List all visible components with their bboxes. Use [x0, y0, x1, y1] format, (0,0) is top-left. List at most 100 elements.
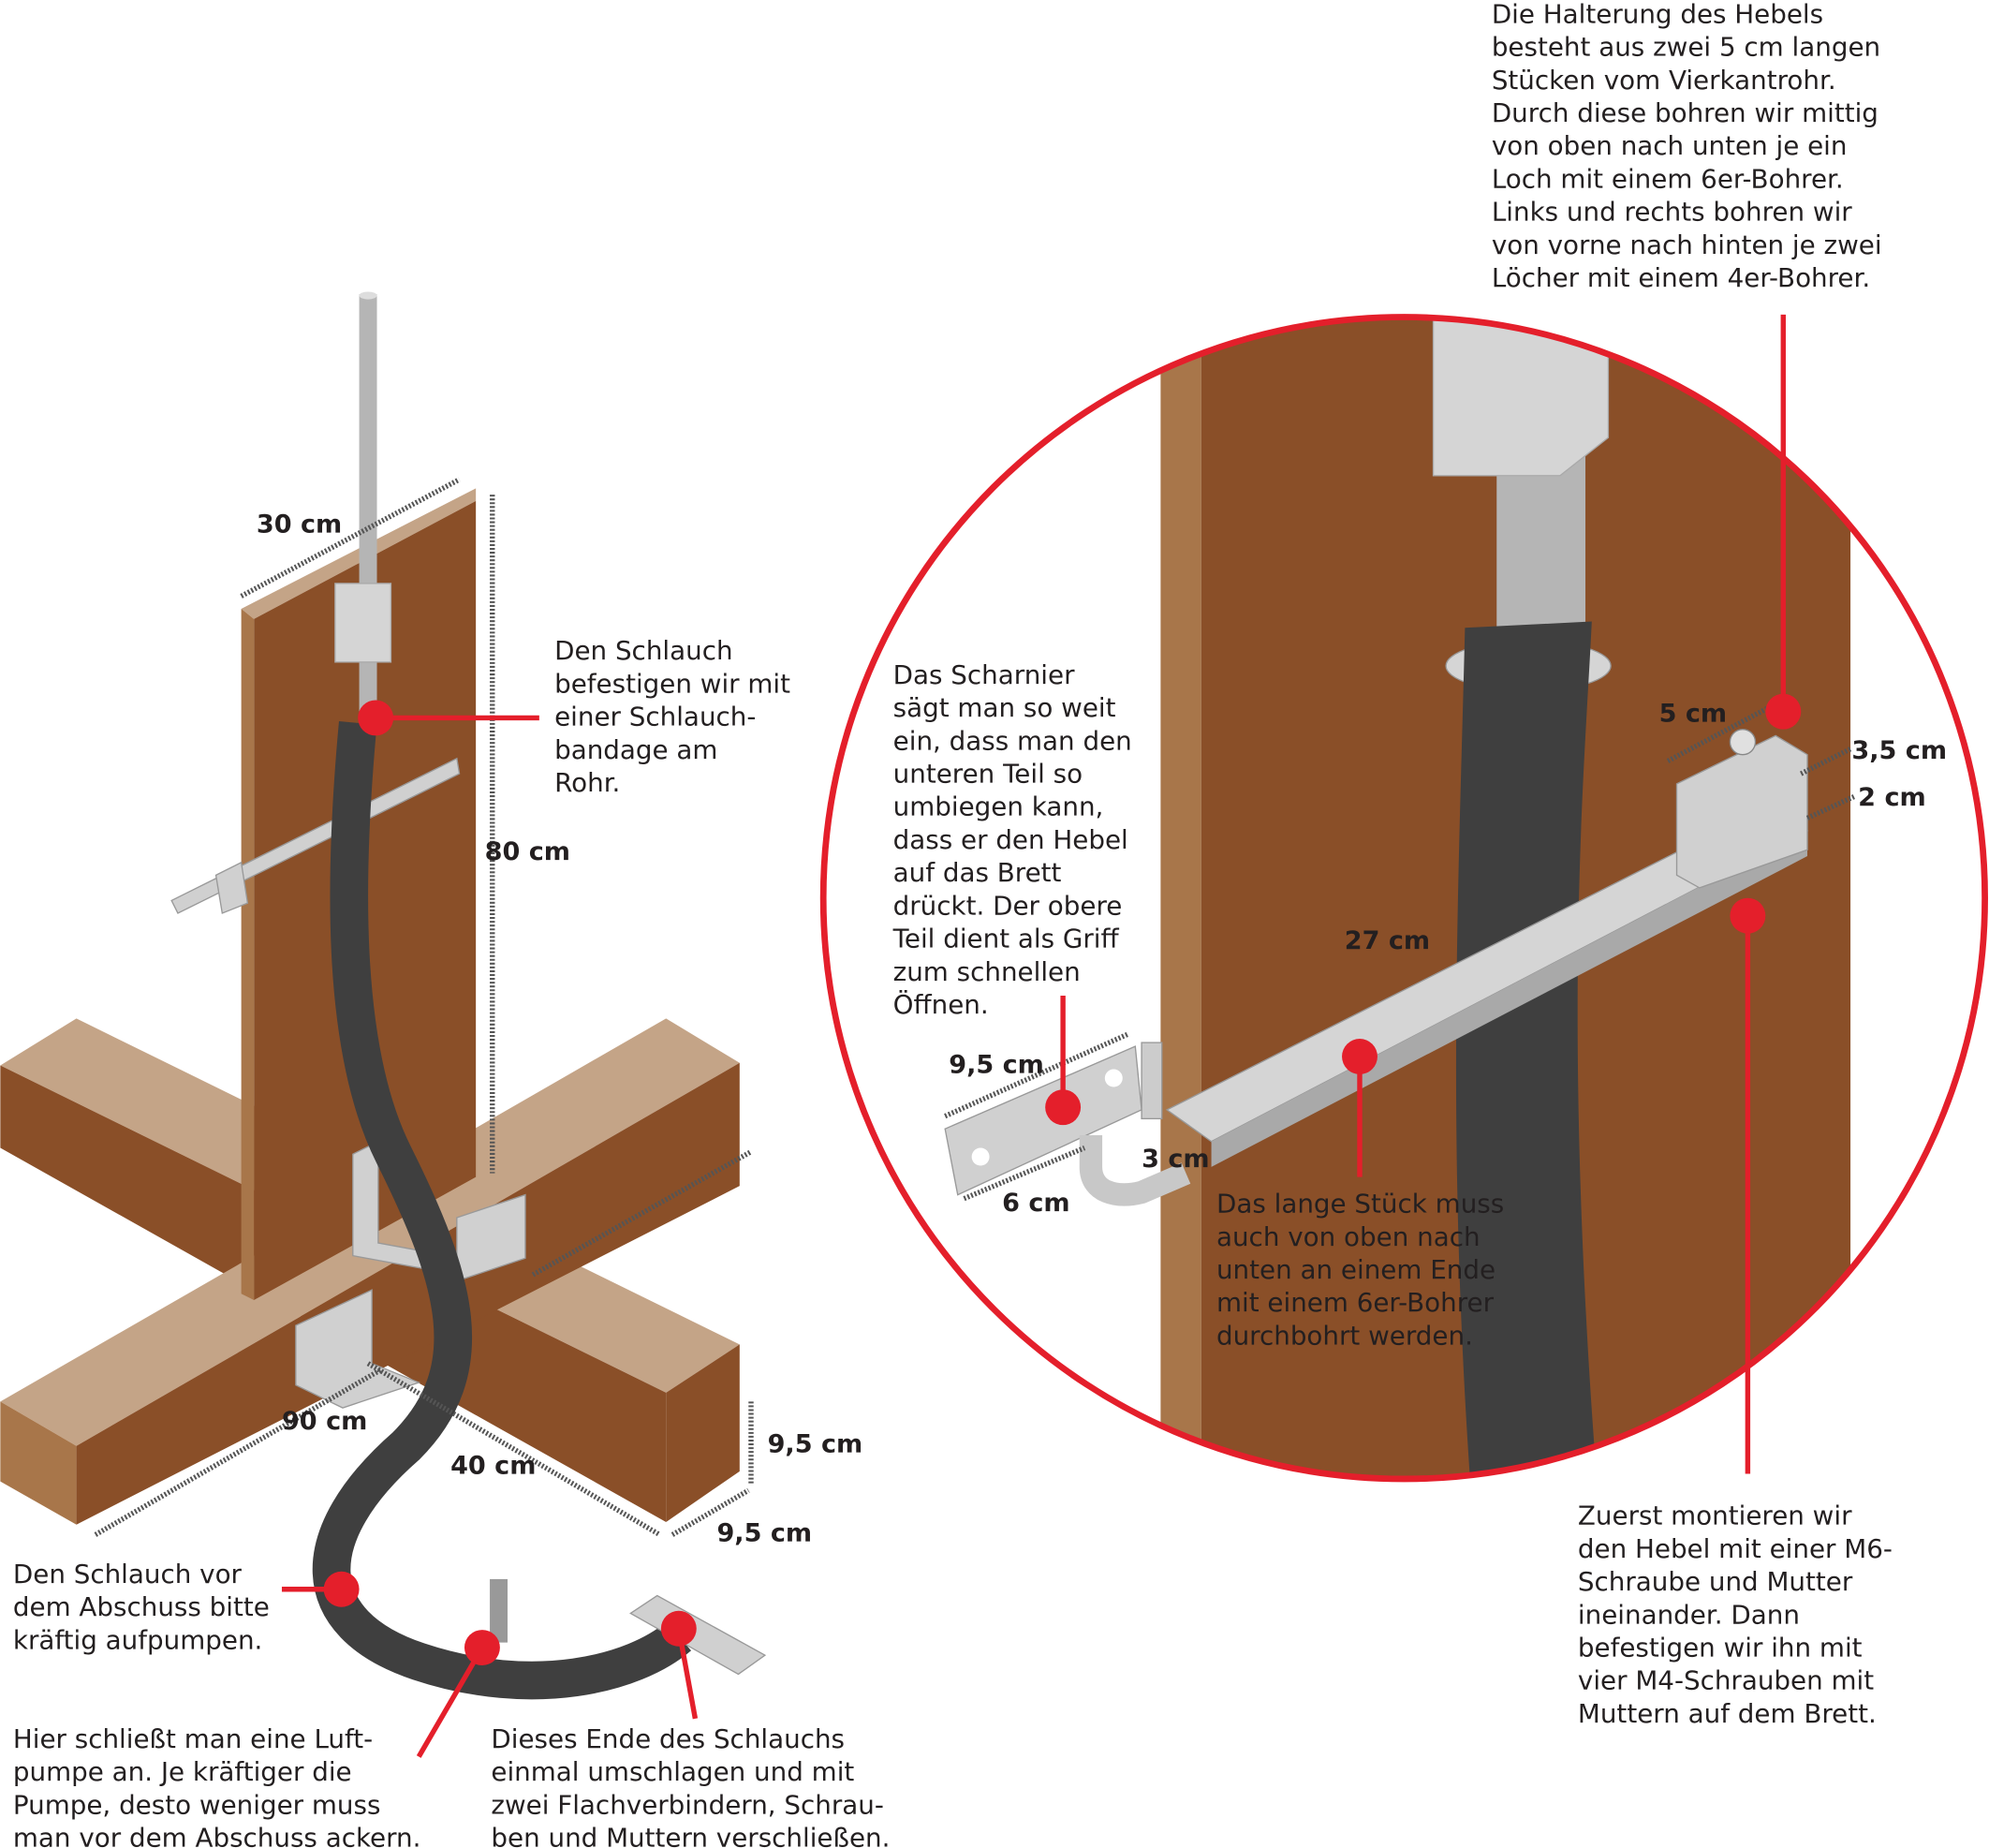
dim-hinge-height: 9,5 cm	[949, 1051, 1044, 1080]
detail-hose	[1455, 621, 1599, 1479]
note-line: befestigen wir mit	[554, 668, 790, 699]
callouts	[281, 314, 1802, 1758]
callout-dot	[323, 1571, 360, 1607]
upright-board-top	[241, 488, 477, 619]
callout-dot	[660, 1610, 697, 1647]
hose	[312, 721, 692, 1700]
note-line: Muttern auf dem Brett.	[1578, 1698, 1877, 1729]
dim-lever-length: 27 cm	[1345, 926, 1430, 955]
note-line: dem Abschuss bitte	[13, 1591, 270, 1622]
note-line: Dieses Ende des Schlauchs	[491, 1723, 845, 1754]
note-line: Schraube und Mutter	[1578, 1566, 1853, 1597]
note-line: Den Schlauch	[554, 635, 732, 666]
note-line: pumpe an. Je kräftiger die	[13, 1756, 352, 1787]
dim-hinge-width: 6 cm	[1002, 1189, 1070, 1218]
note-line: Durch diese bohren wir mittig	[1492, 97, 1878, 128]
note-line: auch von oben nach	[1216, 1221, 1481, 1252]
note-holder: Die Halterung des Hebels besteht aus zwei…	[1492, 0, 1882, 293]
note-line: Pumpe, desto weniger muss	[13, 1789, 381, 1820]
note-line: durchbohrt werden.	[1216, 1320, 1473, 1351]
callout-dot	[1342, 1039, 1378, 1074]
dim-holder-width: 2 cm	[1858, 783, 1926, 812]
note-line: sägt man so weit	[893, 692, 1116, 723]
note-line: mit einem 6er-Bohrer	[1216, 1287, 1495, 1318]
note-line: kräftig aufpumpen.	[13, 1624, 262, 1655]
dimension-line	[963, 1146, 1086, 1202]
note-line: Öffnen.	[893, 988, 989, 1020]
dimension-line	[94, 1368, 382, 1537]
note-line: vier M4-Schrauben mit	[1578, 1665, 1874, 1696]
dimension-line	[366, 1361, 661, 1537]
dimension-line	[670, 1487, 750, 1537]
note-line: unten an einem Ende	[1216, 1254, 1495, 1285]
crossbeam-end	[666, 1344, 740, 1522]
note-line: bandage am	[554, 734, 717, 765]
callout-dot	[464, 1630, 500, 1666]
dimension-line	[1805, 793, 1856, 821]
note-line: Stücken vom Vierkantrohr.	[1492, 65, 1836, 96]
note-line: drückt. Der obere	[893, 890, 1123, 921]
note-line: Zuerst montieren wir	[1578, 1501, 1852, 1531]
dimension-line	[1666, 702, 1777, 763]
crossbeam-front-face	[76, 1062, 740, 1525]
dim-board-width: 40 cm	[450, 1452, 536, 1481]
lever-holder	[1675, 734, 1808, 889]
note-line: ein, dass man den	[893, 725, 1132, 756]
note-line: zum schnellen	[893, 956, 1081, 987]
note-line: man vor dem Abschuss ackern.	[13, 1823, 421, 1848]
note-line: einer Schlauch-	[554, 702, 756, 732]
detail-board-edge	[1160, 317, 1201, 1479]
dim-beam-depth: 9,5 cm	[716, 1518, 812, 1547]
flat-connector	[629, 1594, 767, 1676]
rod-clamp	[334, 583, 392, 663]
note-line: dass er den Hebel	[893, 824, 1128, 855]
upright-board-edge	[241, 608, 255, 1301]
note-line: Die Halterung des Hebels	[1492, 0, 1823, 29]
angle-bracket	[295, 1289, 421, 1409]
dim-holder-length: 5 cm	[1659, 700, 1728, 729]
dimension-line	[1800, 746, 1853, 776]
dim-hinge-bend: 3 cm	[1142, 1145, 1210, 1174]
note-line: ben und Muttern verschließen.	[491, 1823, 890, 1848]
dimension-line	[240, 477, 461, 599]
detail-circle-outline	[819, 314, 1988, 1483]
note-line: Teil dient als Griff	[892, 924, 1120, 954]
note-line: besteht aus zwei 5 cm langen	[1492, 32, 1880, 63]
note-line: von vorne nach hinten je zwei	[1492, 229, 1882, 260]
note-line: zwei Flachverbindern, Schrau-	[491, 1789, 884, 1820]
note-line: unteren Teil so	[893, 759, 1083, 790]
note-line: Das Scharnier	[893, 659, 1075, 690]
note-line: umbiegen kann,	[893, 791, 1104, 822]
callout-dot	[1730, 897, 1766, 934]
note-line: Das lange Stück muss	[1216, 1189, 1504, 1220]
note-line: Löcher mit einem 4er-Bohrer.	[1492, 262, 1870, 293]
note-line: von oben nach unten je ein	[1492, 130, 1848, 161]
dim-beam-length: 90 cm	[282, 1407, 367, 1436]
pump-valve	[490, 1578, 508, 1643]
dim-board-height: 80 cm	[485, 837, 570, 866]
rod-top	[359, 291, 377, 300]
base-assembly	[0, 291, 767, 1700]
hinge-small	[214, 861, 249, 914]
note-line: den Hebel mit einer M6-	[1578, 1533, 1893, 1564]
note-line: Den Schlauch vor	[13, 1559, 243, 1589]
dim-holder-height: 3,5 cm	[1851, 736, 1947, 765]
detail-rod-clamp	[1432, 317, 1610, 477]
note-line: Rohr.	[554, 767, 620, 798]
screw-head-icon	[1729, 728, 1757, 756]
note-line: einmal umschlagen und mit	[491, 1756, 854, 1787]
detail-view	[819, 314, 1988, 1483]
note-line: auf das Brett	[893, 857, 1062, 888]
callout-dot	[1045, 1089, 1082, 1126]
callout-dot	[1765, 693, 1802, 730]
note-line: Hier schließt man eine Luft-	[13, 1723, 373, 1754]
hinge-bend	[1079, 1134, 1191, 1206]
note-line: befestigen wir ihn mit	[1578, 1633, 1863, 1663]
hinge-bolt	[1141, 1042, 1163, 1120]
dimension-line	[944, 1031, 1130, 1119]
